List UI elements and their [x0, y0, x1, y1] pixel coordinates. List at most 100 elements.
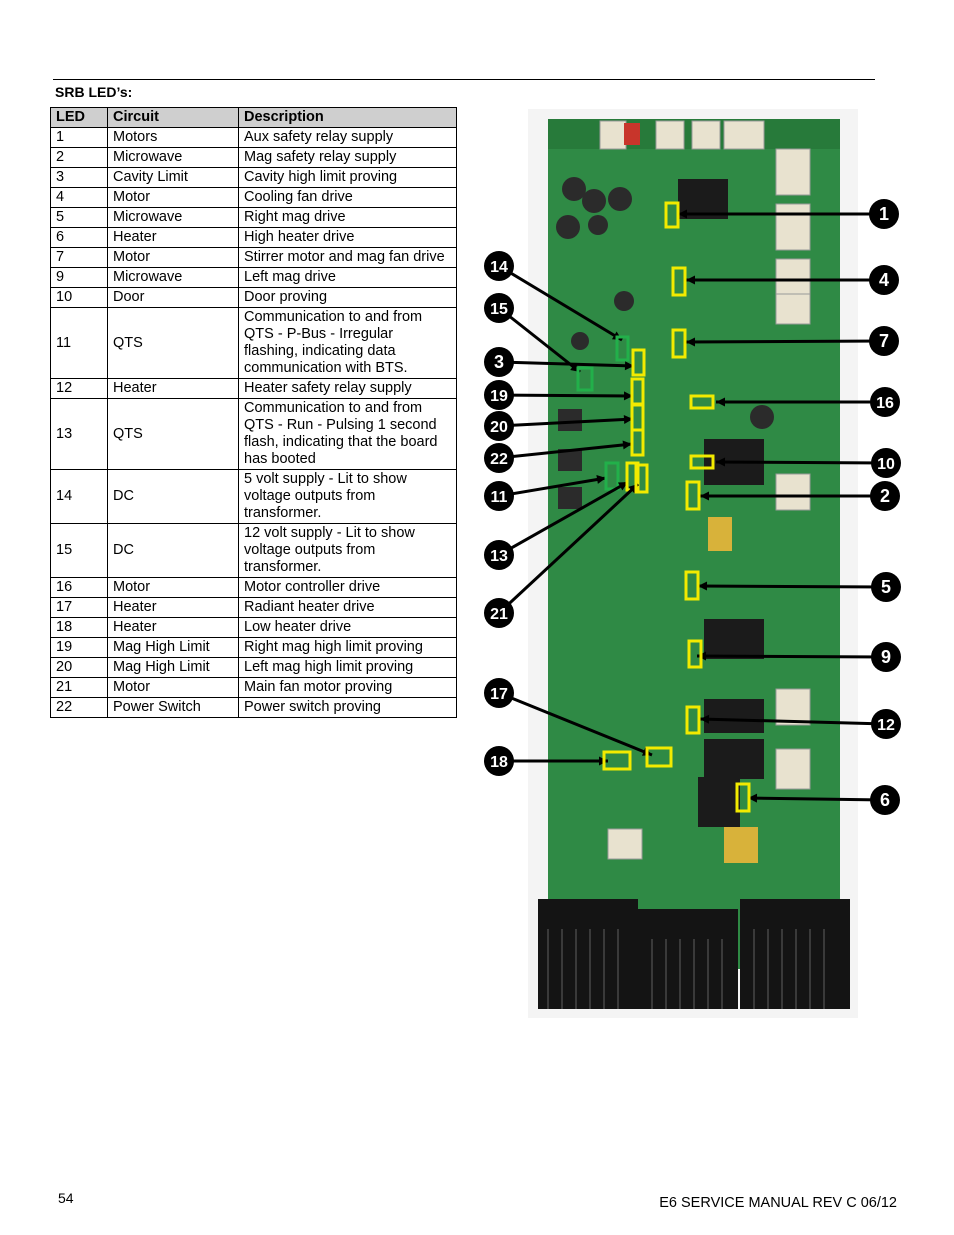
callout-marker: [871, 709, 901, 739]
manual-title: E6 SERVICE MANUAL REV C 06/12: [659, 1195, 897, 1211]
led-number-cell: 14: [50, 469, 108, 524]
circuit-cell: QTS: [107, 307, 239, 379]
circuit-cell: Mag High Limit: [107, 637, 239, 658]
callout-number: 21: [490, 606, 508, 623]
callout-number: 1: [879, 204, 889, 224]
callout-marker: [484, 481, 514, 511]
callout-number: 6: [880, 790, 890, 810]
circuit-cell: Power Switch: [107, 697, 239, 718]
description-cell: Main fan motor proving: [238, 677, 457, 698]
circuit-cell: Motor: [107, 247, 239, 268]
led-number-cell: 20: [50, 657, 108, 678]
callout-marker: [869, 199, 899, 229]
circuit-cell: Motor: [107, 187, 239, 208]
led-number-cell: 6: [50, 227, 108, 248]
circuit-cell: DC: [107, 523, 239, 578]
callout-number: 13: [490, 548, 508, 565]
section-title: SRB LED’s:: [55, 84, 133, 100]
callout-number: 16: [876, 395, 894, 412]
callout-number: 4: [879, 270, 889, 290]
callout-marker: [484, 411, 514, 441]
led-number-cell: 19: [50, 637, 108, 658]
callout-number: 20: [490, 419, 508, 436]
callout-marker: [484, 347, 514, 377]
description-cell: 12 volt supply - Lit to show voltage out…: [238, 523, 457, 578]
callout-number: 19: [490, 388, 508, 405]
circuit-cell: Motors: [107, 127, 239, 148]
description-cell: Low heater drive: [238, 617, 457, 638]
callout-marker: [871, 572, 901, 602]
led-number-cell: 9: [50, 267, 108, 288]
callout-marker: [484, 251, 514, 281]
circuit-cell: Mag High Limit: [107, 657, 239, 678]
circuit-cell: Heater: [107, 597, 239, 618]
callout-number: 3: [494, 352, 504, 372]
description-cell: Door proving: [238, 287, 457, 308]
callout-marker: [484, 540, 514, 570]
led-number-cell: 13: [50, 398, 108, 470]
callout-marker: [870, 387, 900, 417]
circuit-cell: Motor: [107, 577, 239, 598]
led-number-cell: 17: [50, 597, 108, 618]
led-number-cell: 16: [50, 577, 108, 598]
led-number-cell: 2: [50, 147, 108, 168]
led-number-cell: 21: [50, 677, 108, 698]
led-number-cell: 3: [50, 167, 108, 188]
led-number-cell: 4: [50, 187, 108, 208]
callout-marker: [484, 678, 514, 708]
description-cell: Cooling fan drive: [238, 187, 457, 208]
description-cell: Stirrer motor and mag fan drive: [238, 247, 457, 268]
callout-number: 5: [881, 577, 891, 597]
callout-marker: [484, 443, 514, 473]
callout-number: 9: [881, 647, 891, 667]
description-cell: Right mag drive: [238, 207, 457, 228]
callout-marker: [870, 785, 900, 815]
heatsink-left: [538, 899, 638, 1009]
callout-marker: [484, 746, 514, 776]
column-header-circuit: Circuit: [107, 107, 239, 128]
callout-marker: [871, 448, 901, 478]
led-number-cell: 11: [50, 307, 108, 379]
callout-marker: [869, 265, 899, 295]
callout-number: 22: [490, 451, 508, 468]
led-number-cell: 22: [50, 697, 108, 718]
led-number-cell: 15: [50, 523, 108, 578]
control-board-illustration: [528, 109, 858, 1018]
callout-marker: [869, 326, 899, 356]
description-cell: Heater safety relay supply: [238, 378, 457, 399]
column-header-description: Description: [238, 107, 457, 128]
circuit-cell: Motor: [107, 677, 239, 698]
led-number-cell: 1: [50, 127, 108, 148]
description-cell: Left mag drive: [238, 267, 457, 288]
callout-number: 11: [491, 489, 508, 506]
led-number-cell: 10: [50, 287, 108, 308]
description-cell: Mag safety relay supply: [238, 147, 457, 168]
callout-number: 12: [877, 717, 895, 734]
circuit-cell: Cavity Limit: [107, 167, 239, 188]
circuit-cell: Microwave: [107, 147, 239, 168]
led-number-cell: 5: [50, 207, 108, 228]
description-cell: Radiant heater drive: [238, 597, 457, 618]
description-cell: High heater drive: [238, 227, 457, 248]
callout-number: 18: [490, 754, 508, 771]
led-number-cell: 7: [50, 247, 108, 268]
description-cell: Communication to and from QTS - P-Bus - …: [238, 307, 457, 379]
circuit-cell: Microwave: [107, 267, 239, 288]
circuit-cell: Heater: [107, 227, 239, 248]
table-header-row: LED Circuit Description: [50, 107, 457, 128]
